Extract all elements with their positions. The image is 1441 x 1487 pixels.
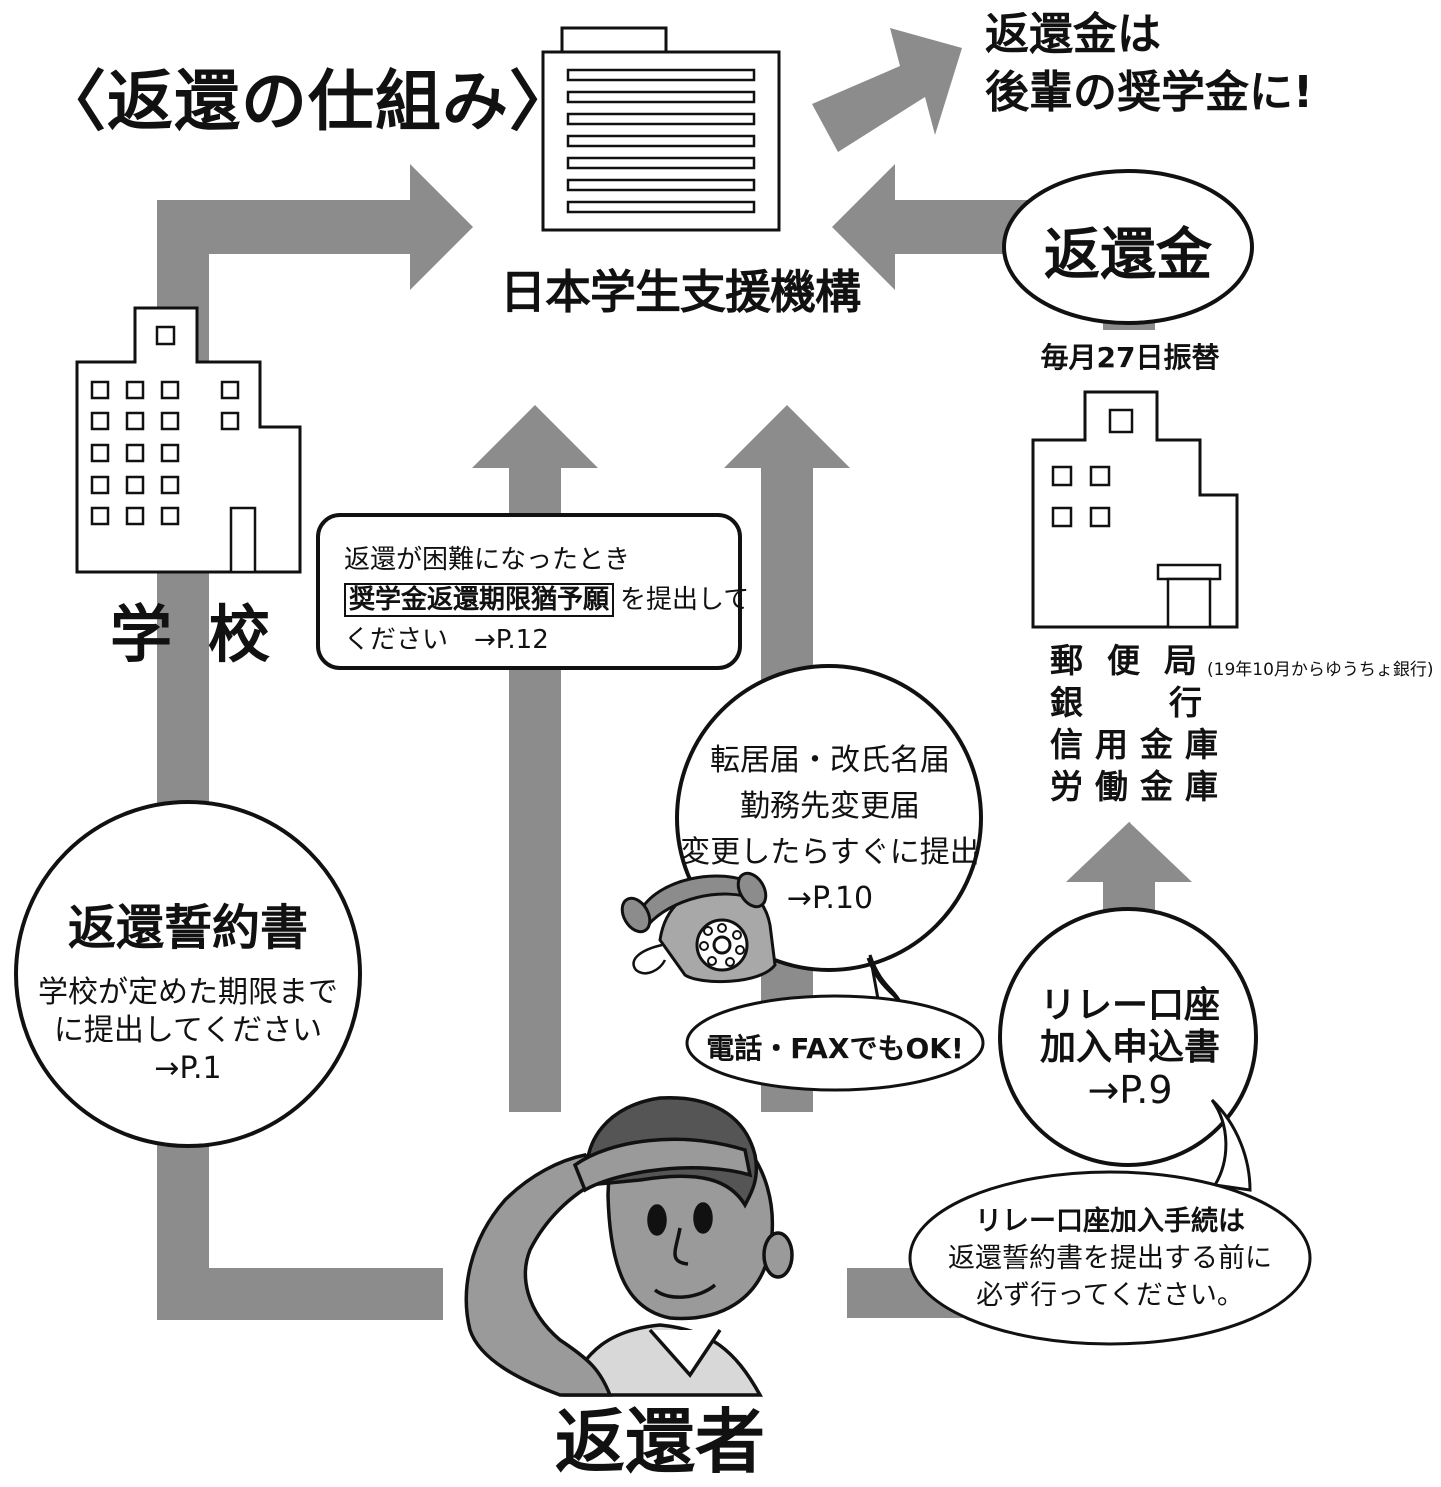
pledge-instructions: 学校が定めた期限まで に提出してください →P.1 [38,975,338,1086]
pledge-title: 返還誓約書 [67,900,308,956]
telephone-icon [620,871,777,983]
bank-row-labor-bank: 労働金庫 [1050,767,1230,806]
relay-account-note: リレー口座加入手続は 返還誓約書を提出する前に 必ず行ってください。 [948,1206,1272,1311]
relay-account-form: リレー口座 加入申込書 →P.9 [1039,985,1220,1112]
bank-row-credit-union: 信用金庫 [1050,725,1230,764]
school-label: 学校 [110,598,307,671]
bank-row-post-office: 郵便局 [1050,641,1197,680]
page-title: 〈返還の仕組み〉 [40,63,576,140]
repayer-label: 返還者 [555,1401,765,1483]
school-building-icon [75,306,302,574]
flow-diagram [14,26,1312,1397]
relay-note-bubble [908,1098,1312,1346]
arrow-jasso-to-scholarships [812,28,962,152]
arrow-repayer-up-left [472,405,598,1112]
arrow-school-to-jasso [157,164,473,1320]
relay-circle [998,907,1258,1167]
promo-line-2: 後輩の奨学金に! [985,67,1314,118]
bank-row-bank: 銀行 [1050,683,1202,722]
bank-list: 郵便局 銀行 信用金庫 労働金庫 [1050,640,1230,808]
change-notification: 転居届・改氏名届 勤務先変更届 変更したらすぐに提出 →P.10 [680,743,980,916]
deferral-instructions: 返還が困難になったとき 奨学金返還期限猶予願を提出して ください →P.12 [344,545,750,655]
phone-fax-ok: 電話・FAXでもOK! [706,1032,964,1065]
office-building-icon [541,26,781,232]
organization-label: 日本学生支援機構 [500,265,861,319]
pledge-circle [14,800,362,1148]
scholarship-reuse-message: 返還金は 後輩の奨学金に! [985,6,1313,122]
person-saluting-icon [464,1095,794,1397]
repayment-oval [1002,169,1254,325]
deferral-form-name: 奨学金返還期限猶予願 [344,583,615,617]
post-office-building-icon [1031,390,1239,629]
repayment-label: 返還金 [1044,223,1212,288]
transfer-schedule: 毎月27日振替 [1040,341,1220,374]
phone-fax-bubble [685,954,985,1092]
promo-line-1: 返還金は [985,9,1161,60]
post-office-note: (19年10月からゆうちょ銀行) [1207,660,1434,680]
deferral-box [316,513,742,670]
